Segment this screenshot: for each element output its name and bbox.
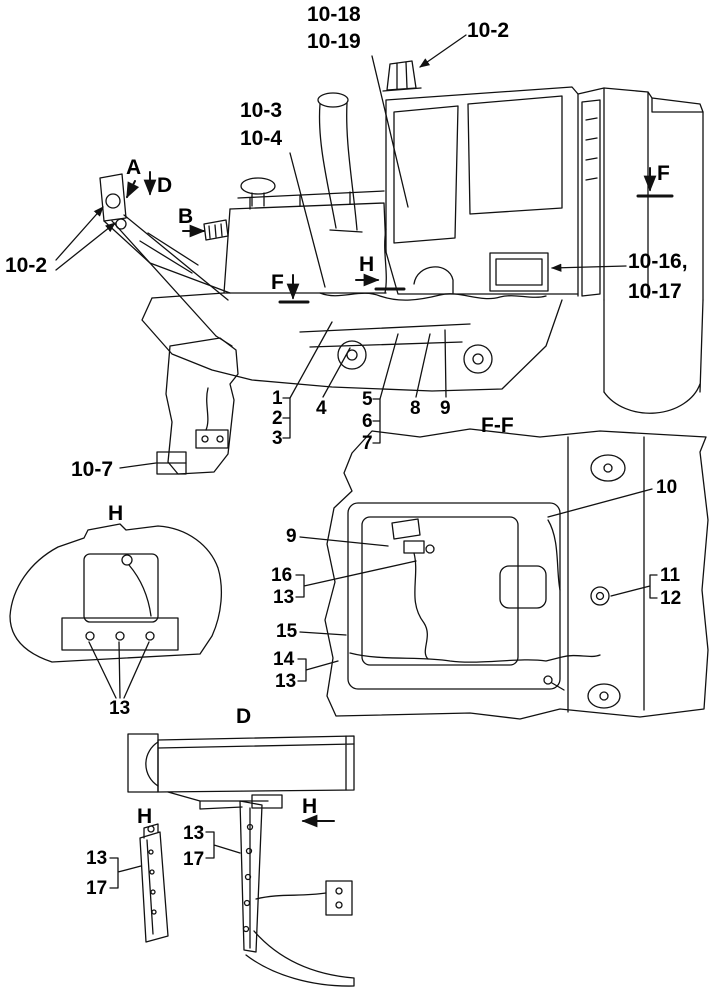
grommet-icon: [121, 554, 133, 566]
ff-callout-11: 11: [660, 565, 681, 586]
inset-title-h: H: [137, 805, 153, 828]
rear-lamp-icon: [587, 683, 621, 709]
callout-10-19: 10-19: [307, 30, 361, 53]
ff-callout-13a: 13: [273, 587, 295, 608]
callout-10-3: 10-3: [240, 99, 283, 122]
view-title-d: D: [236, 705, 252, 728]
callout-5: 5: [362, 389, 373, 410]
d-callout-17: 17: [183, 849, 205, 870]
callout-1: 1: [272, 388, 283, 409]
main-leader-lines: [55, 34, 674, 469]
callout-3: 3: [272, 428, 283, 449]
callout-6: 6: [362, 411, 373, 432]
callout-10-18: 10-18: [307, 3, 361, 26]
h-callout-13: 13: [109, 698, 131, 719]
beacon-lamp-icon: [382, 60, 422, 92]
section-ff-view: [295, 428, 709, 720]
section-marker-f-mid: F: [271, 271, 284, 294]
fender-h-view: [9, 523, 222, 699]
ff-callout-10: 10: [656, 477, 678, 498]
connector-bracket-icon: [325, 880, 353, 916]
ff-callout-9: 9: [286, 526, 297, 547]
h-inset-view: [109, 823, 169, 943]
callout-10-4: 10-4: [240, 127, 283, 150]
view-a-arrow-icon: [126, 180, 140, 199]
callout-10-7: 10-7: [71, 458, 114, 481]
view-d-drawing: [127, 733, 355, 987]
front-lamp-icon: [115, 218, 127, 230]
callout-4: 4: [316, 398, 327, 419]
front-lamp-icon: [105, 193, 121, 209]
view-title-h-upper: H: [108, 502, 124, 525]
ff-callout-13b: 13: [275, 671, 297, 692]
view-marker-a: A: [126, 156, 142, 179]
ff-callout-15: 15: [276, 621, 298, 642]
view-marker-b: B: [178, 205, 194, 228]
d-callout-13: 13: [183, 823, 205, 844]
section-marker-f-right: F: [657, 162, 670, 185]
component-b-icon: [203, 219, 229, 241]
callout-10-2-beacon: 10-2: [467, 19, 510, 42]
callout-7: 7: [362, 433, 373, 454]
callout-2: 2: [272, 408, 283, 429]
main-side-view: [99, 60, 704, 475]
callout-8: 8: [410, 398, 421, 419]
inset-callout-17: 17: [86, 878, 108, 899]
rear-lamp-icon: [590, 454, 626, 482]
ff-callout-12: 12: [660, 588, 682, 609]
inset-callout-13: 13: [86, 848, 108, 869]
d-view-marker-h: H: [302, 795, 318, 818]
socket-icon: [590, 586, 610, 606]
view-marker-h-mid: H: [359, 253, 375, 276]
view-marker-d: D: [157, 174, 173, 197]
callout-10-2-lamps: 10-2: [5, 254, 48, 277]
callout-10-16: 10-16,: [628, 250, 688, 273]
ff-callout-14: 14: [273, 649, 295, 670]
section-title-ff: F-F: [481, 414, 514, 437]
callout-9: 9: [440, 398, 451, 419]
callout-10-17: 10-17: [628, 280, 682, 303]
console-panel-icon: [489, 252, 549, 292]
ff-callout-16: 16: [271, 565, 293, 586]
